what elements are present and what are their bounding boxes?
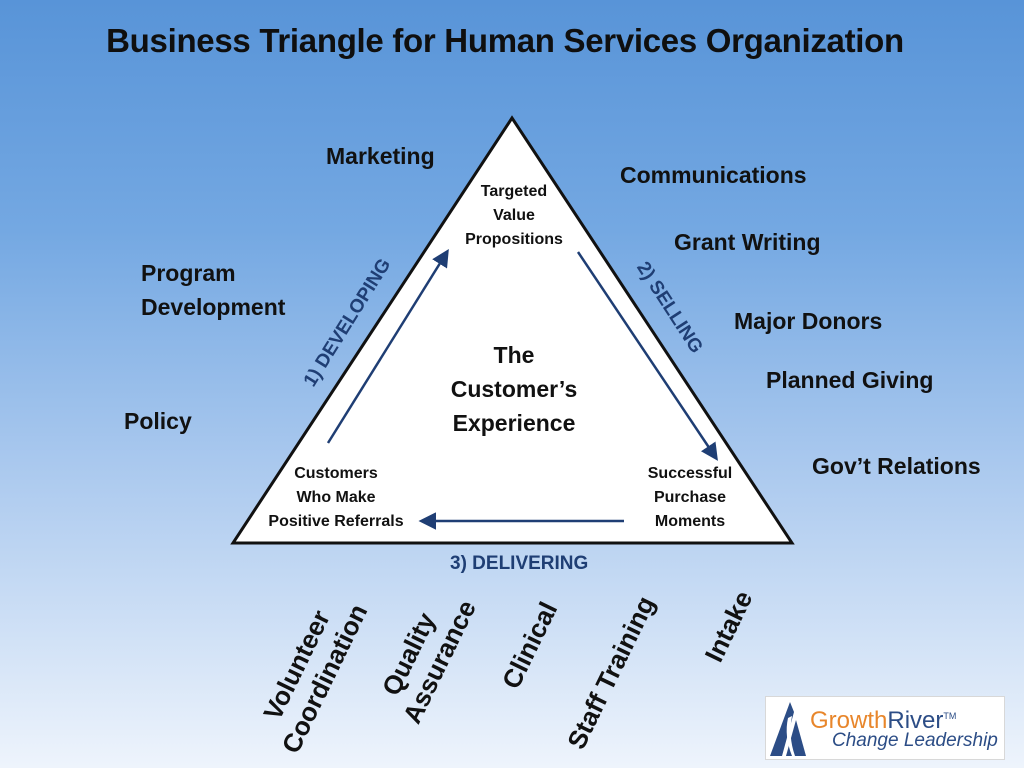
label-planned-giving: Planned Giving (766, 367, 934, 393)
phase-delivering: 3) DELIVERING (450, 553, 589, 574)
label-major-donors: Major Donors (734, 308, 883, 334)
triangle-center-text: The Customer’s Experience (424, 338, 604, 440)
logo-wordmark: GrowthRiverTM (810, 702, 956, 735)
logo-tagline: Change Leadership (832, 730, 998, 751)
logo-word-river: River (887, 707, 944, 734)
triangle-shape (230, 115, 795, 545)
label-program-development-line2: Development (141, 294, 286, 320)
triangle-bottom-left-line: Customers (294, 465, 378, 482)
triangle-bottom-right-line: Purchase (653, 489, 727, 506)
triangle-top-text: Targeted Value Propositions (444, 180, 584, 252)
triangle-bottom-right-line: Moments (654, 513, 726, 530)
label-grant-writing: Grant Writing (674, 229, 821, 255)
developing-arrow (326, 249, 449, 444)
triangle-center-line: The (493, 342, 535, 368)
mountain-logo-icon (770, 702, 806, 756)
label-program-development-line1: Program (141, 260, 236, 286)
triangle-bottom-right-text: Successful Purchase Moments (630, 462, 750, 534)
triangle-center-line: Experience (452, 410, 576, 436)
triangle-center-line: Customer’s (450, 376, 578, 402)
triangle-bottom-left-line: Who Make (296, 489, 376, 506)
label-marketing: Marketing (326, 143, 435, 169)
label-communications: Communications (620, 162, 807, 188)
logo-word-growth: Growth (810, 707, 888, 734)
growthriver-logo: GrowthRiverTM Change Leadership (765, 696, 1005, 760)
selling-arrow (576, 251, 718, 461)
logo-trademark: TM (943, 711, 957, 721)
triangle-top-line: Targeted (480, 183, 548, 200)
label-govt-relations: Gov’t Relations (812, 453, 981, 479)
label-policy: Policy (124, 408, 192, 434)
triangle-bottom-left-text: Customers Who Make Positive Referrals (256, 462, 416, 534)
triangle-bottom-left-line: Positive Referrals (268, 513, 404, 530)
triangle-top-line: Value (493, 207, 535, 224)
page-title: Business Triangle for Human Services Org… (106, 22, 904, 59)
triangle-bottom-right-line: Successful (647, 465, 733, 482)
triangle-top-line: Propositions (465, 231, 563, 248)
